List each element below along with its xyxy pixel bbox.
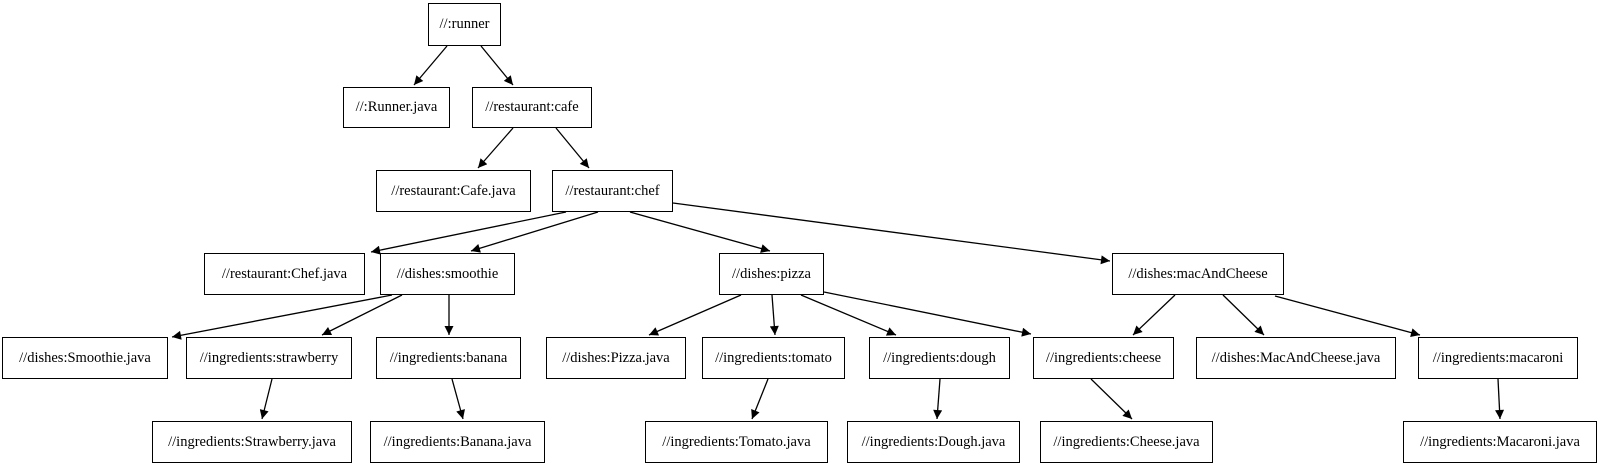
edge-dough-to-dough_java bbox=[933, 378, 943, 420]
graph-node-tomato_java: //ingredients:Tomato.java bbox=[645, 421, 828, 463]
graph-node-label: //ingredients:dough bbox=[883, 349, 996, 366]
edge-smoothie-to-smoothie_java bbox=[171, 294, 393, 340]
graph-node-dough_java: //ingredients:Dough.java bbox=[847, 421, 1020, 463]
edge-pizza-to-cheese bbox=[823, 291, 1032, 337]
graph-node-label: //restaurant:chef bbox=[565, 182, 660, 199]
graph-node-label: //ingredients:macaroni bbox=[1432, 349, 1564, 366]
edge-chef-to-mac_and_cheese bbox=[672, 202, 1111, 265]
edge-pizza-to-tomato bbox=[769, 294, 779, 336]
graph-node-label: //:Runner.java bbox=[355, 99, 438, 116]
graph-node-dough: //ingredients:dough bbox=[869, 337, 1010, 379]
graph-node-label: //dishes:MacAndCheese.java bbox=[1211, 349, 1381, 366]
graph-node-macaroni: //ingredients:macaroni bbox=[1418, 337, 1578, 379]
edge-strawberry-to-strawberry_java bbox=[259, 378, 273, 420]
edge-pizza-to-pizza_java bbox=[648, 294, 742, 336]
edge-tomato-to-tomato_java bbox=[751, 378, 769, 420]
edge-pizza-to-dough bbox=[800, 294, 897, 336]
graph-node-label: //ingredients:banana bbox=[389, 349, 508, 366]
graph-node-label: //ingredients:Banana.java bbox=[383, 433, 532, 450]
graph-node-strawberry_java: //ingredients:Strawberry.java bbox=[152, 421, 352, 463]
graph-node-smoothie_java: //dishes:Smoothie.java bbox=[2, 337, 168, 379]
graph-node-runner: //:runner bbox=[428, 3, 501, 46]
edge-smoothie-to-strawberry bbox=[321, 294, 403, 336]
edge-chef-to-smoothie bbox=[470, 211, 599, 253]
graph-node-pizza: //dishes:pizza bbox=[719, 253, 824, 295]
graph-node-banana_java: //ingredients:Banana.java bbox=[370, 421, 545, 463]
graph-node-mac_and_cheese_java: //dishes:MacAndCheese.java bbox=[1196, 337, 1396, 379]
graph-node-chef_java: //restaurant:Chef.java bbox=[204, 253, 365, 295]
graph-node-cheese_java: //ingredients:Cheese.java bbox=[1040, 421, 1213, 463]
graph-node-label: //restaurant:Chef.java bbox=[221, 265, 348, 282]
graph-node-label: //ingredients:Dough.java bbox=[861, 433, 1006, 450]
graph-node-macaroni_java: //ingredients:Macaroni.java bbox=[1403, 421, 1597, 463]
graph-node-label: //ingredients:Cheese.java bbox=[1053, 433, 1200, 450]
graph-node-label: //ingredients:Tomato.java bbox=[662, 433, 811, 450]
edge-cheese-to-cheese_java bbox=[1090, 378, 1133, 420]
edge-chef-to-chef_java bbox=[370, 211, 567, 255]
graph-node-tomato: //ingredients:tomato bbox=[702, 337, 845, 379]
graph-node-label: //ingredients:cheese bbox=[1045, 349, 1162, 366]
edge-macaroni-to-macaroni_java bbox=[1495, 378, 1505, 420]
edge-banana-to-banana_java bbox=[451, 378, 465, 420]
graph-node-chef: //restaurant:chef bbox=[552, 170, 673, 212]
edge-mac_and_cheese-to-mac_and_cheese_java bbox=[1222, 294, 1265, 336]
edge-runner-to-runner_java bbox=[413, 45, 448, 86]
edge-mac_and_cheese-to-cheese bbox=[1132, 294, 1176, 336]
graph-node-label: //ingredients:tomato bbox=[715, 349, 832, 366]
graph-node-label: //:runner bbox=[439, 16, 490, 33]
graph-node-label: //dishes:macAndCheese bbox=[1128, 265, 1268, 282]
graph-node-label: //dishes:pizza bbox=[732, 265, 811, 282]
graph-node-banana: //ingredients:banana bbox=[376, 337, 521, 379]
graph-node-label: //dishes:smoothie bbox=[396, 265, 499, 282]
edge-chef-to-pizza bbox=[629, 211, 771, 253]
graph-node-runner_java: //:Runner.java bbox=[343, 87, 450, 128]
edge-cafe-to-cafe_java bbox=[477, 127, 514, 169]
graph-node-strawberry: //ingredients:strawberry bbox=[186, 337, 352, 379]
edge-runner-to-cafe bbox=[480, 45, 514, 86]
graph-node-cafe_java: //restaurant:Cafe.java bbox=[376, 170, 531, 212]
graph-node-label: //ingredients:strawberry bbox=[199, 349, 339, 366]
graph-node-smoothie: //dishes:smoothie bbox=[380, 253, 515, 295]
graph-node-mac_and_cheese: //dishes:macAndCheese bbox=[1112, 253, 1284, 295]
graph-node-pizza_java: //dishes:Pizza.java bbox=[546, 337, 686, 379]
graph-node-label: //dishes:Smoothie.java bbox=[19, 349, 151, 366]
graph-node-label: //restaurant:Cafe.java bbox=[391, 182, 516, 199]
graph-node-label: //restaurant:cafe bbox=[485, 99, 579, 116]
edge-cafe-to-chef bbox=[555, 127, 590, 169]
edge-mac_and_cheese-to-macaroni bbox=[1274, 295, 1421, 338]
graph-node-label: //ingredients:Strawberry.java bbox=[168, 433, 336, 450]
graph-node-cheese: //ingredients:cheese bbox=[1033, 337, 1174, 379]
graph-node-label: //dishes:Pizza.java bbox=[562, 349, 670, 366]
graph-node-cafe: //restaurant:cafe bbox=[472, 87, 592, 128]
graph-node-label: //ingredients:Macaroni.java bbox=[1420, 433, 1580, 450]
